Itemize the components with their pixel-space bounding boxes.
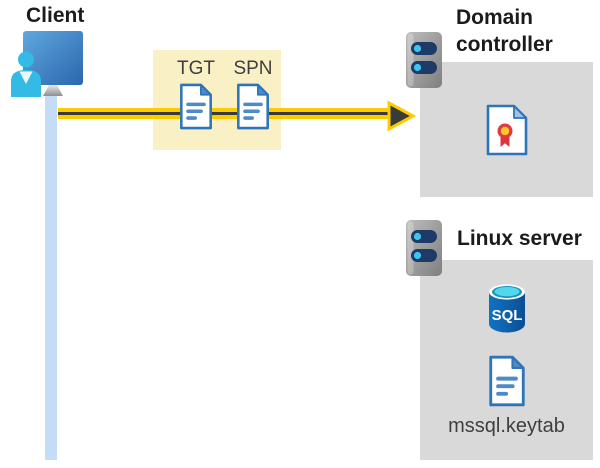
domain-controller-server-icon (406, 32, 442, 88)
monitor-stand (43, 85, 63, 96)
monitor-icon (23, 31, 83, 85)
client-connection-line (45, 96, 57, 460)
tgt-ticket: TGT (176, 58, 216, 130)
domain-controller-label: Domain controller (456, 6, 553, 56)
tgt-label: TGT (177, 58, 215, 79)
keytab-document-icon (488, 355, 525, 407)
arrow-right-icon (387, 100, 416, 132)
spn-document-icon (237, 83, 269, 130)
person-head (18, 51, 34, 68)
tgt-document-icon (180, 83, 212, 130)
ticket-box-content: TGT SPN (153, 50, 281, 150)
spn-ticket: SPN (233, 58, 273, 130)
sql-database-icon: SQL (488, 284, 525, 333)
spn-label: SPN (233, 58, 273, 79)
certificate-icon (486, 104, 527, 155)
client-label: Client (26, 4, 85, 27)
keytab-label: mssql.keytab (448, 415, 565, 437)
linux-server-panel: SQL mssql.keytab (420, 260, 593, 460)
kerberos-request-arrow (58, 108, 388, 119)
linux-server-label: Linux server (457, 227, 582, 250)
person-collar (19, 71, 33, 84)
domain-controller-panel (420, 62, 593, 197)
linux-server-icon (406, 220, 442, 276)
client-workstation-icon (11, 31, 83, 97)
sql-label: SQL (491, 307, 522, 324)
